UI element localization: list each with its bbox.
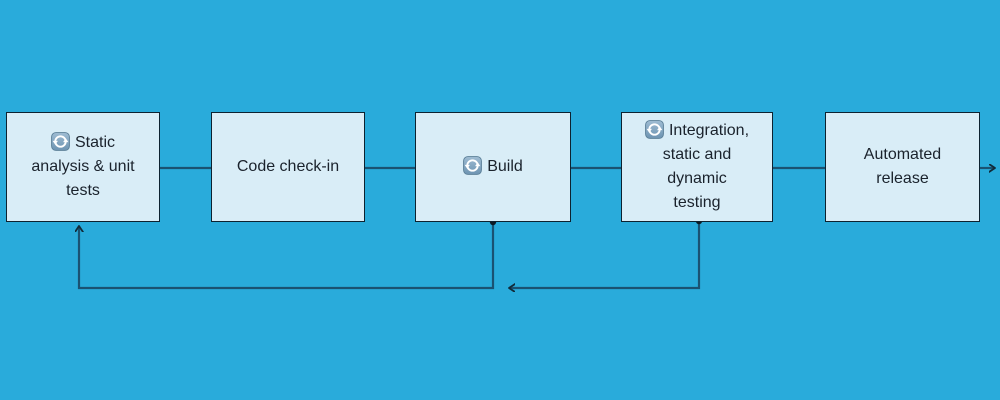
node-integration-static-dynamic-testing[interactable]: Integration, static and dynamic testing — [621, 112, 773, 222]
node-build[interactable]: Build — [415, 112, 571, 222]
edge-integration-feedback-left — [509, 221, 701, 288]
counterclockwise-arrows-icon — [51, 132, 70, 151]
node-automated-release[interactable]: Automated release — [825, 112, 980, 222]
node-text: Build — [487, 158, 523, 175]
node-label: Code check-in — [231, 155, 345, 179]
node-code-check-in[interactable]: Code check-in — [211, 112, 365, 222]
node-static-analysis-unit-tests[interactable]: Static analysis & unit tests — [6, 112, 160, 222]
node-label: Static analysis & unit tests — [25, 131, 140, 203]
counterclockwise-arrows-icon — [463, 156, 483, 175]
node-label: Automated release — [858, 143, 947, 191]
node-label: Integration, static and dynamic testing — [639, 119, 755, 215]
node-text: Code check-in — [236, 158, 340, 175]
counterclockwise-arrows-icon — [645, 120, 664, 139]
node-label: Build — [457, 155, 529, 179]
edge-build-feedback-to-static — [79, 222, 495, 290]
node-text: Integration, static and dynamic testing — [662, 122, 750, 211]
node-text: Automated release — [863, 146, 942, 187]
node-text: Static analysis & unit tests — [31, 134, 135, 199]
